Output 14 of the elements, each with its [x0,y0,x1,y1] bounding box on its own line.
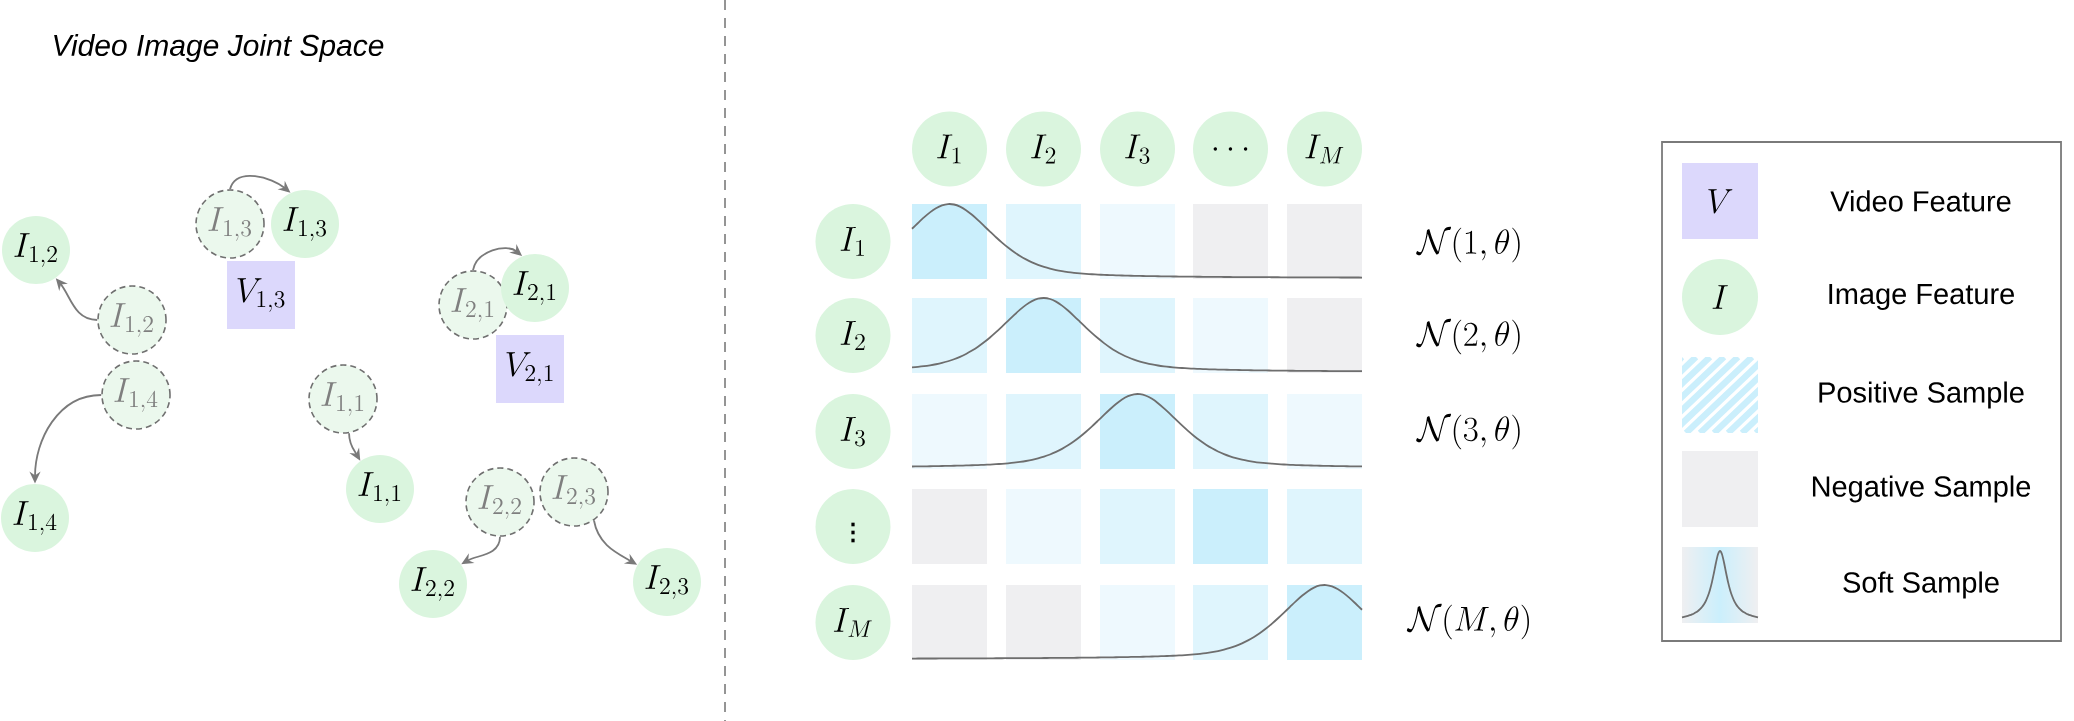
legend-text: Image Feature [1829,284,2014,310]
legend-text: Video Feature [1830,190,2011,212]
legend-text: Soft Sample [1843,571,1999,599]
distribution-label: $\mathcal{N}(1,\theta)$ [1416,226,1520,263]
panel-title: Video Image Joint Space [54,34,384,62]
distribution-label: $\mathcal{N}(2,\theta)$ [1416,318,1520,355]
video-feature-box: $V_{2,1}$ [496,335,564,403]
video-feature-box: $V_{1,3}$ [227,261,295,329]
distribution-label: $\mathcal{N}(3,\theta)$ [1416,413,1520,450]
swatch-symbol: $I$ [1712,285,1728,309]
legend-text: Negative Sample [1812,475,2031,503]
distribution-label: $\mathcal{N}(M,\theta)$ [1406,603,1529,640]
legend-text: Positive Sample [1819,381,2024,409]
swatch-symbol: $V$ [1708,189,1733,214]
